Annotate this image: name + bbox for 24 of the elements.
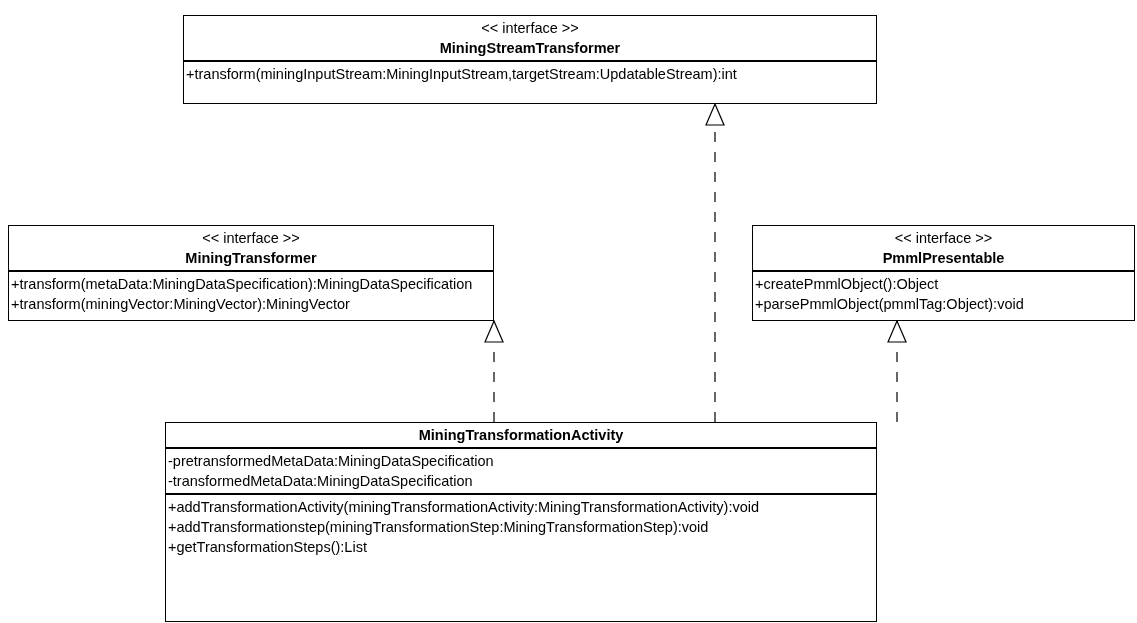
uml-class-box xyxy=(8,225,494,321)
operation-text: +getTransformationSteps():List xyxy=(167,538,368,557)
class-name: PmmlPresentable xyxy=(881,249,1006,268)
operation-text: +createPmmlObject():Object xyxy=(754,275,940,294)
stereotype-label: << interface >> xyxy=(201,229,301,248)
operation-text: +transform(miningVector:MiningVector):MiningVector xyxy=(10,295,351,314)
uml-class-box xyxy=(183,15,877,104)
operation-text: +addTransformationActivity(miningTransformationActivity:MiningTransformationActivity):void xyxy=(167,498,761,517)
uml-class-box xyxy=(165,422,877,622)
class-name: MiningTransformationActivity xyxy=(417,426,625,445)
class-name: MiningTransformer xyxy=(184,249,318,268)
attribute-text: -transformedMetaData:MiningDataSpecification xyxy=(167,472,474,491)
uml-class-box xyxy=(752,225,1135,321)
attribute-text: -pretransformedMetaData:MiningDataSpecification xyxy=(167,452,495,471)
operation-text: +parsePmmlObject(pmmlTag:Object):void xyxy=(754,295,1025,314)
realization-arrow xyxy=(705,103,725,423)
stereotype-label: << interface >> xyxy=(893,229,994,248)
stereotype-label: << interface >> xyxy=(480,19,580,38)
operation-text: +transform(miningInputStream:MiningInputStream,targetStream:UpdatableStream):int xyxy=(185,65,738,84)
realization-arrow xyxy=(887,320,907,423)
class-name: MiningStreamTransformer xyxy=(438,39,622,58)
operation-text: +transform(metaData:MiningDataSpecification):MiningDataSpecification xyxy=(10,275,474,294)
operation-text: +addTransformationstep(miningTransformationStep:MiningTransformationStep):void xyxy=(167,518,710,537)
realization-arrow xyxy=(484,320,504,423)
